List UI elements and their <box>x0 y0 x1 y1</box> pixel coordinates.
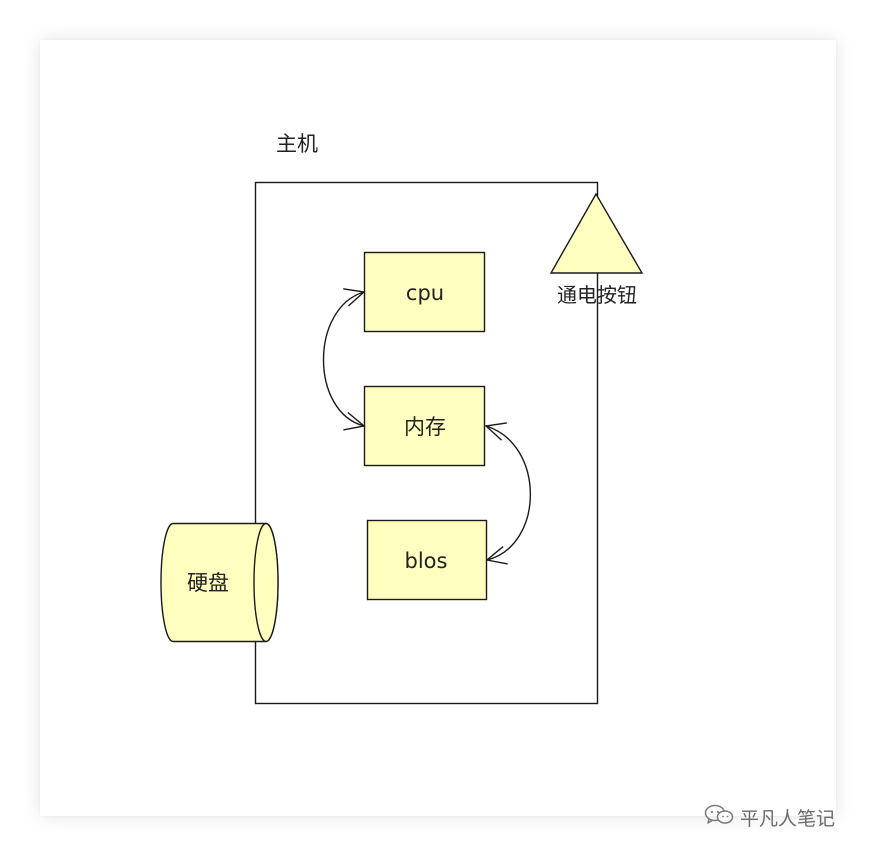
host-label: 主机 <box>276 132 318 156</box>
bios-node <box>366 519 488 601</box>
cpu-node <box>363 251 486 333</box>
power-button-label: 通电按钮 <box>557 283 637 307</box>
disk-label: 硬盘 <box>187 571 229 595</box>
bios-label: blos <box>405 549 448 573</box>
cpu-memory-connector <box>322 288 366 431</box>
disk-cylinder <box>160 522 279 643</box>
memory-bios-connector <box>484 422 531 565</box>
host-box <box>254 181 599 705</box>
memory-label: 内存 <box>404 415 446 439</box>
watermark: 平凡人笔记 <box>704 804 835 830</box>
wechat-icon <box>704 804 734 831</box>
power-button-triangle <box>549 192 644 274</box>
watermark-text: 平凡人笔记 <box>740 807 836 830</box>
memory-node <box>363 385 486 467</box>
cpu-label: cpu <box>406 281 444 305</box>
